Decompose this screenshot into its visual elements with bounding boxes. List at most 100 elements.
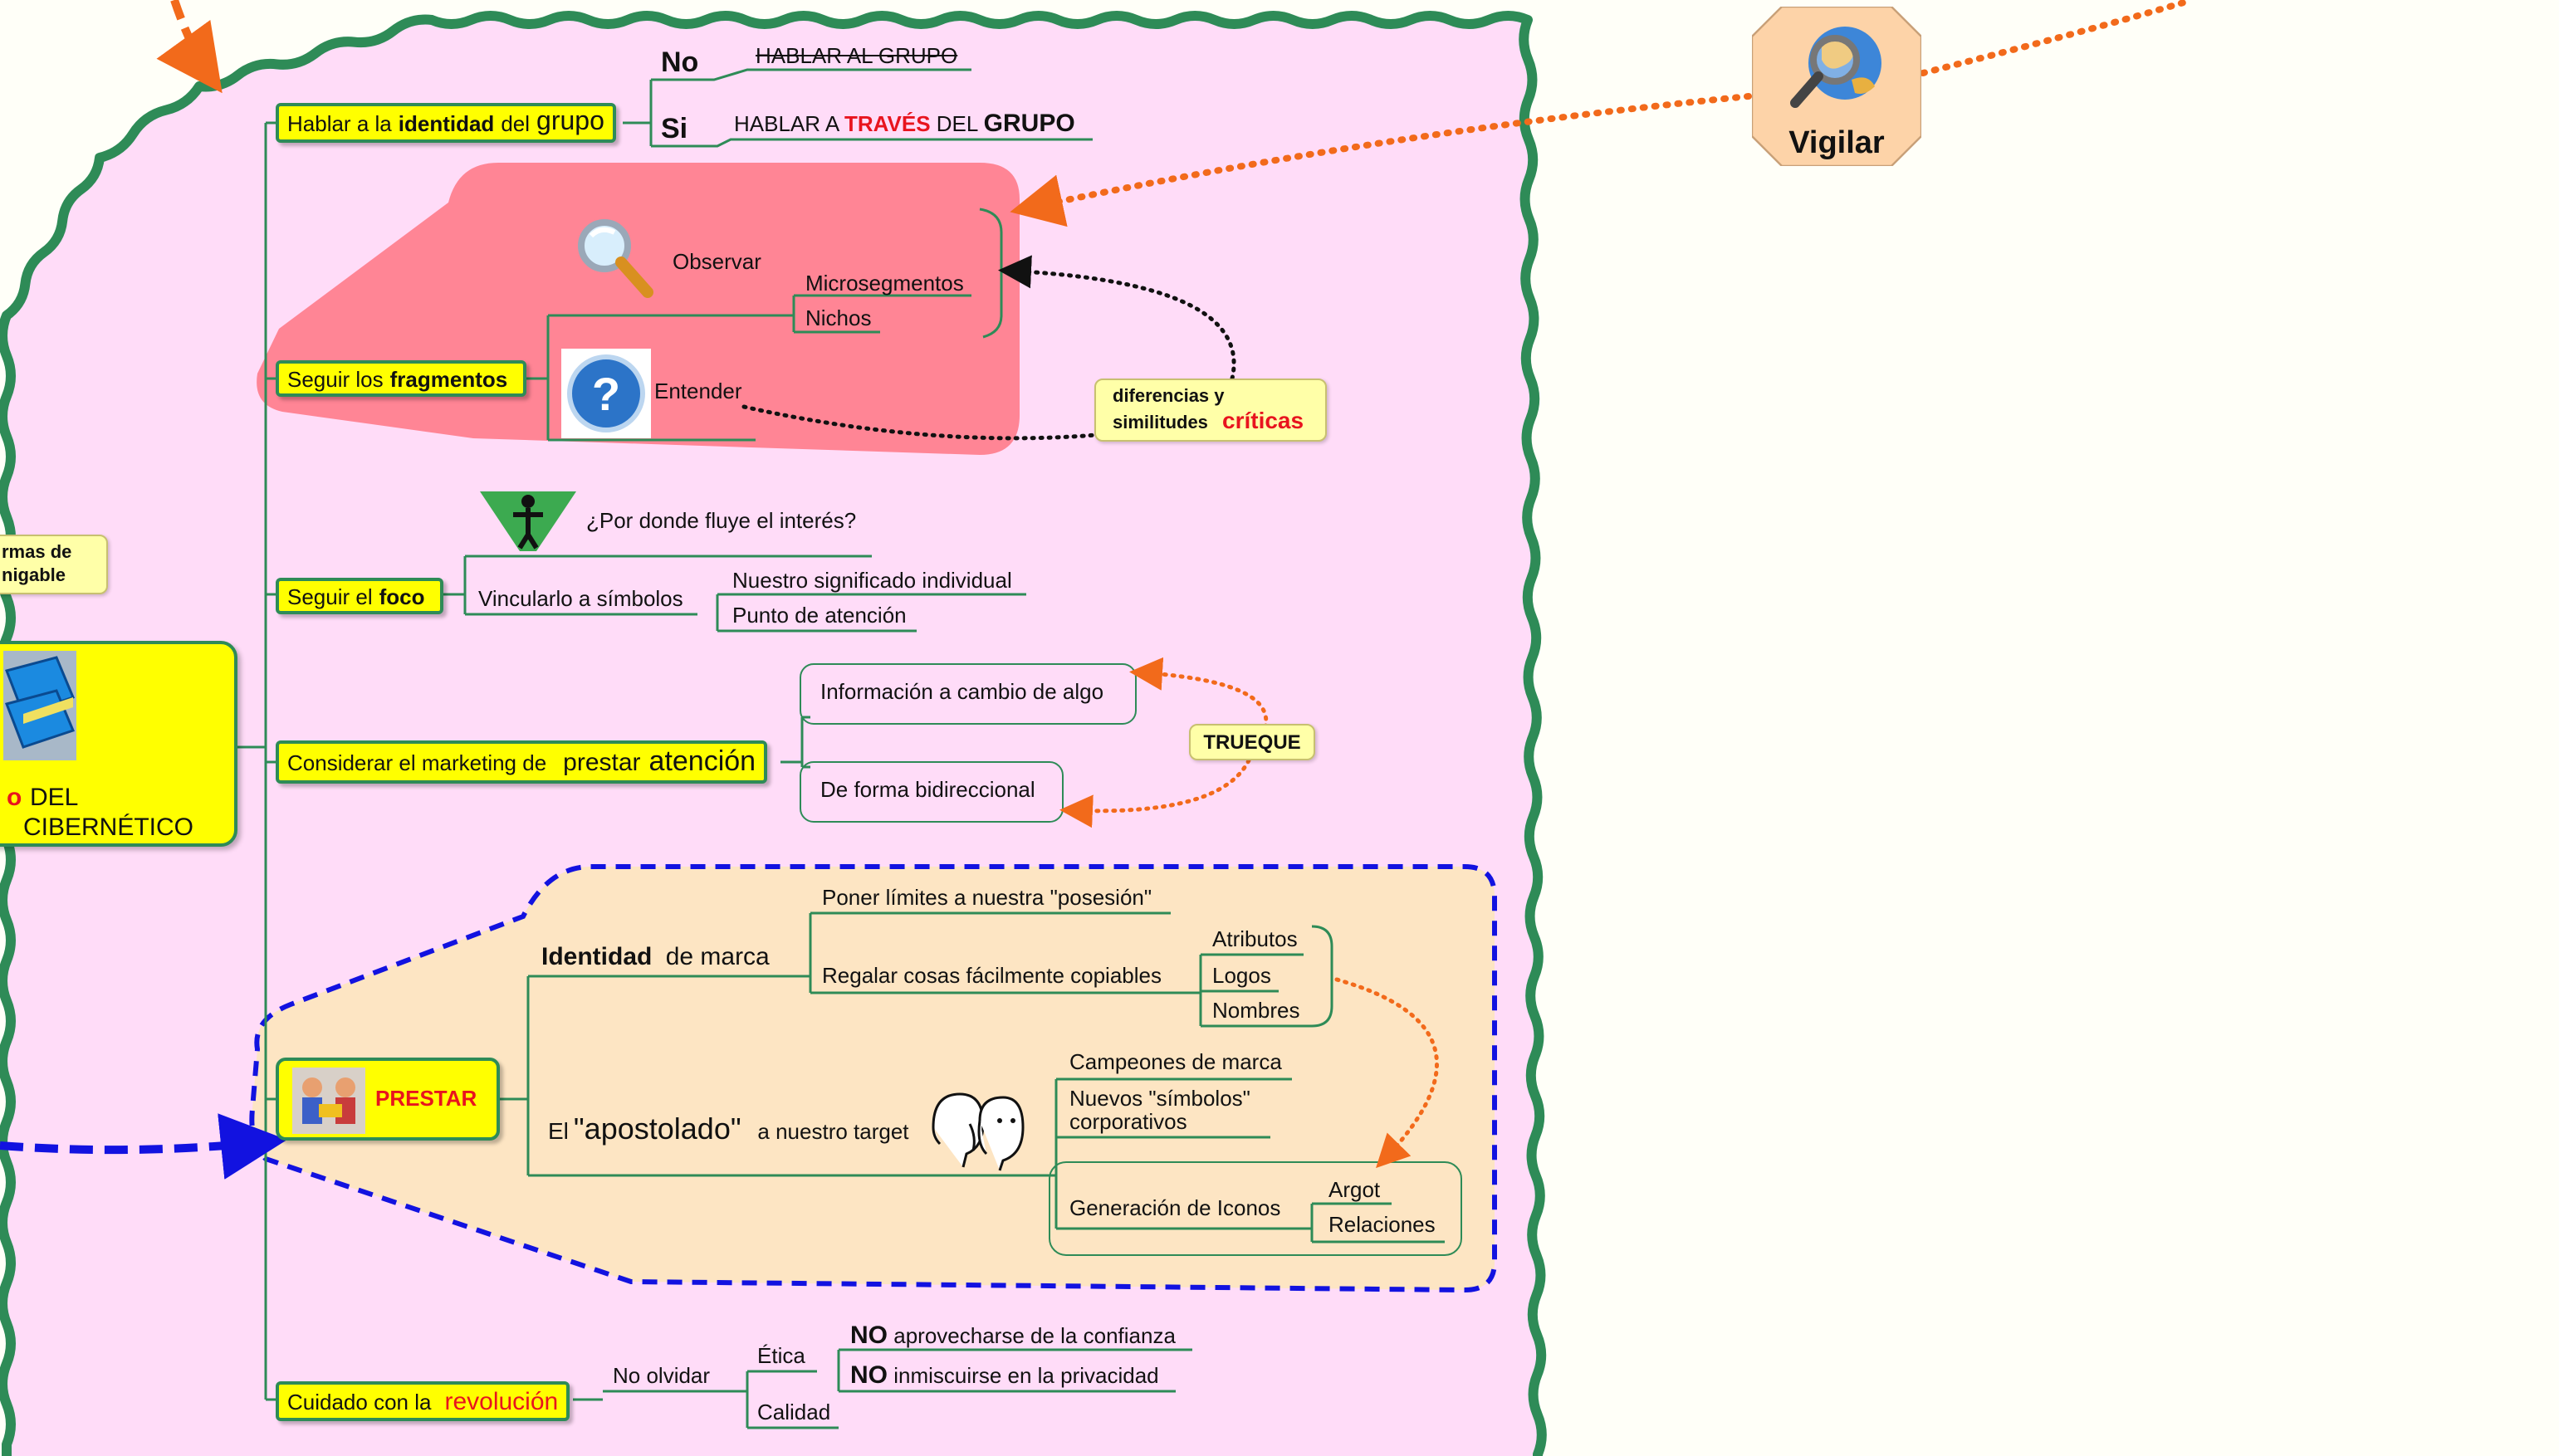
atencion-bidir: De forma bidireccional (820, 777, 1035, 802)
topic-grupo-bold: identidad (398, 110, 495, 135)
topic-prestar[interactable]: PRESTAR (276, 1058, 500, 1141)
revol-no2-rest: inmiscuirse en la privacidad (893, 1363, 1159, 1388)
revol-no2: NO inmiscuirse en la privacidad (850, 1361, 1159, 1390)
revol-no1-rest: aprovecharse de la confianza (893, 1323, 1176, 1348)
prestar-identidad: Identidad de marca (541, 943, 770, 972)
magnifier-icon (578, 219, 653, 298)
person-funnel-icon (480, 491, 576, 551)
topic-revolucion-prefix: Cuidado con la (287, 1389, 432, 1414)
topic-grupo-prefix: Hablar a la (287, 110, 392, 135)
partial-note: rmas de nigable (0, 535, 108, 594)
iconos-box (1049, 1161, 1462, 1256)
revol-calidad: Calidad (757, 1400, 831, 1424)
fragmentos-entender: Entender (654, 379, 742, 403)
central-red-mark: o (7, 784, 22, 812)
topic-atencion-big: atención (648, 745, 756, 777)
revol-olvidar: No olvidar (613, 1363, 711, 1388)
prestar-limites: Poner límites a nuestra "posesión" (822, 885, 1152, 910)
prestar-apost-big: "apostolado" (573, 1112, 741, 1146)
top-arrow (156, 0, 223, 94)
trueque-note[interactable]: TRUEQUE (1189, 724, 1315, 760)
topic-revolucion[interactable]: Cuidado con la revolución (276, 1381, 570, 1421)
topic-grupo-mid: del (501, 110, 531, 135)
revol-etica: Ética (757, 1343, 805, 1368)
foco-vincular: Vincularlo a símbolos (478, 586, 683, 611)
foco-significado: Nuestro significado individual (732, 568, 1012, 593)
people-sharing-icon (292, 1068, 365, 1134)
central-line1: DEL (30, 784, 79, 812)
trueque-label: TRUEQUE (1203, 730, 1301, 754)
central-node[interactable]: o DEL CIBERNÉTICO (0, 641, 237, 847)
topic-atencion-mid: prestar (563, 748, 641, 776)
prestar-arrow (0, 1113, 287, 1180)
prestar-apost-a: El (548, 1117, 569, 1144)
vigilar-label: Vigilar (1788, 126, 1885, 161)
whispering-heads-icon (932, 1092, 1025, 1171)
grupo-si-text-b: DEL (936, 111, 978, 136)
prestar-apost-b: a nuestro target (757, 1119, 909, 1144)
grupo-si-label: Si (661, 113, 688, 144)
topic-fragmentos-prefix: Seguir los (287, 366, 384, 391)
grupo-si-text-a: HABLAR A (734, 111, 839, 136)
globe-magnifier-icon (1790, 27, 1881, 108)
atencion-info: Información a cambio de algo (820, 679, 1104, 704)
topic-foco[interactable]: Seguir el foco (276, 578, 443, 614)
topic-grupo-big: grupo (536, 108, 604, 136)
prestar-campeones: Campeones de marca (1069, 1049, 1282, 1074)
grupo-no-label: No (661, 46, 699, 78)
revol-no2-bold: NO (850, 1361, 888, 1390)
fragmentos-observar: Observar (673, 249, 761, 274)
criticas-arrow (998, 255, 1236, 381)
prestar-identidad-rest: de marca (665, 943, 770, 971)
grupo-no-text: HABLAR AL GRUPO (756, 43, 958, 68)
grupo-si-text-red: TRAVÉS (844, 111, 931, 136)
partial-note-line2: nigable (2, 566, 66, 586)
prestar-nombres: Nombres (1212, 998, 1300, 1023)
prestar-atributos: Atributos (1212, 926, 1298, 951)
prestar-zone (249, 864, 1497, 1293)
topic-atencion[interactable]: Considerar el marketing de prestar atenc… (276, 740, 768, 784)
criticas-line1: diferencias y (1113, 387, 1225, 407)
central-line2: CIBERNÉTICO (23, 814, 194, 842)
grupo-si-text: HABLAR A TRAVÉS DEL GRUPO (734, 110, 1075, 139)
trueque-arrow-top (1129, 657, 1269, 730)
prestar-apostolado: El"apostolado" a nuestro target (548, 1112, 909, 1146)
criticas-line2: similitudes (1113, 413, 1208, 433)
revol-no1-bold: NO (850, 1322, 888, 1350)
criticas-note[interactable]: diferencias y similitudes críticas (1094, 379, 1327, 442)
topic-fragmentos[interactable]: Seguir los fragmentos (276, 360, 526, 397)
fragmentos-nichos: Nichos (805, 305, 872, 330)
revol-no1: NO aprovecharse de la confianza (850, 1322, 1176, 1351)
partial-note-line1: rmas de (2, 543, 72, 563)
topic-revolucion-red: revolución (444, 1387, 559, 1415)
foco-punto: Punto de atención (732, 603, 907, 628)
topic-prestar-label: PRESTAR (375, 1086, 477, 1111)
info-box (800, 663, 1137, 725)
topic-atencion-prefix: Considerar el marketing de (287, 750, 547, 774)
prestar-nuevos-2: corporativos (1069, 1109, 1187, 1134)
prestar-logos: Logos (1212, 963, 1271, 988)
criticas-red: críticas (1222, 407, 1304, 433)
book-stack-icon (3, 651, 76, 760)
topic-grupo[interactable]: Hablar a la identidad del grupo (276, 103, 616, 143)
topic-foco-bold: foco (379, 584, 425, 608)
question-icon: ? (561, 349, 651, 438)
fragmentos-microsegmentos: Microsegmentos (805, 271, 964, 296)
prestar-regalar: Regalar cosas fácilmente copiables (822, 963, 1162, 988)
topic-fragmentos-bold: fragmentos (389, 366, 508, 391)
prestar-generacion: Generación de Iconos (1069, 1195, 1281, 1220)
vigilar-link (1920, 0, 2195, 76)
topic-foco-prefix: Seguir el (287, 584, 373, 608)
prestar-nuevos-1: Nuevos "símbolos" (1069, 1086, 1250, 1111)
entender-link (741, 404, 1098, 441)
trueque-arrow-bottom (1059, 758, 1251, 828)
grupo-si-text-big: GRUPO (983, 110, 1075, 138)
svg-text:?: ? (592, 368, 620, 420)
vigilar-node[interactable]: Vigilar (1752, 7, 1921, 166)
atributos-arrow (1334, 977, 1439, 1169)
prestar-argot: Argot (1328, 1177, 1381, 1202)
prestar-relaciones: Relaciones (1328, 1212, 1436, 1237)
bidir-box (800, 761, 1064, 823)
vigilar-arrow (1010, 93, 1752, 227)
prestar-identidad-bold: Identidad (541, 943, 653, 971)
